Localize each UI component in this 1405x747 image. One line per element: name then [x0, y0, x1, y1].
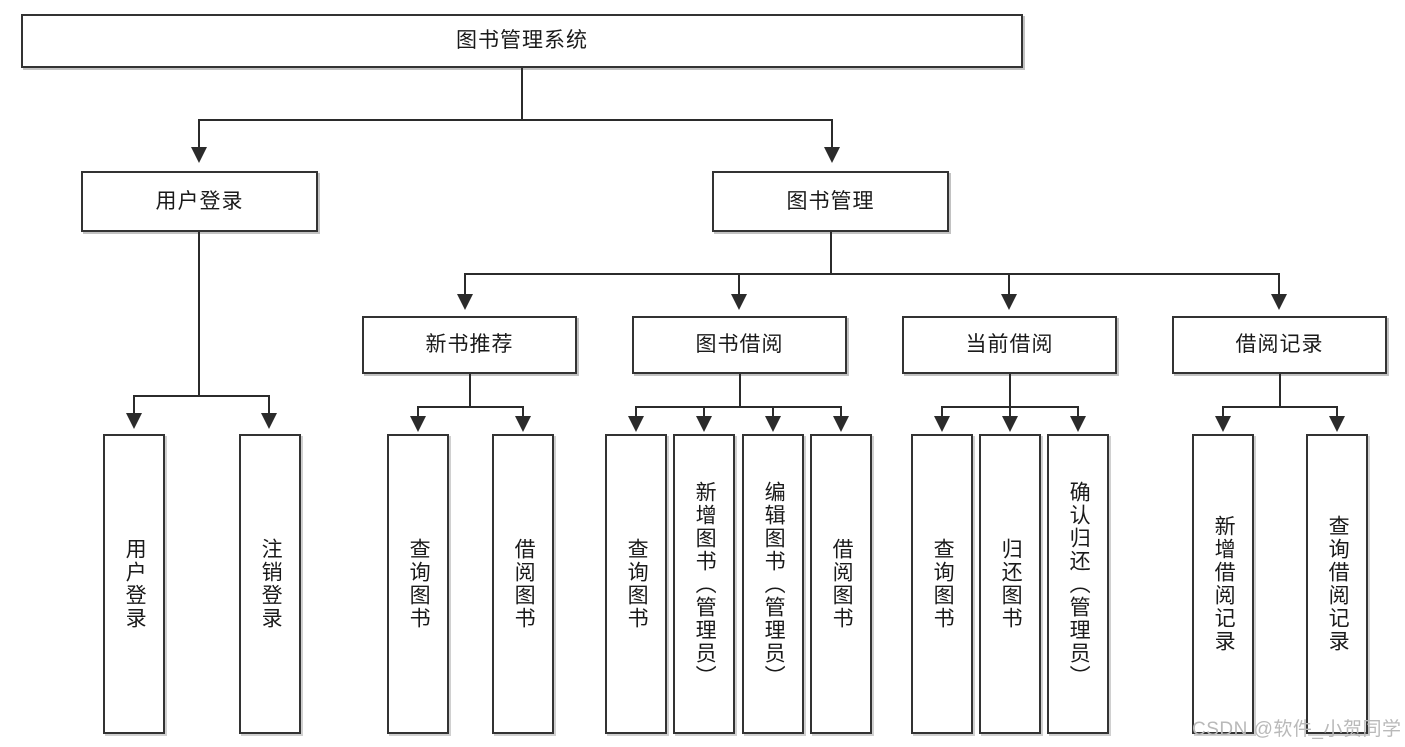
connector-nbr-drop-2	[522, 406, 524, 418]
node-book-borrow-label: 图书借阅	[695, 333, 784, 357]
node-new-book-recommend[interactable]: 新书推荐	[362, 316, 577, 374]
connector-level3-bus	[464, 273, 1280, 275]
leaf-add-book[interactable]: 新增图书（管理员）	[673, 434, 735, 734]
arrow-to-current-borrow	[1001, 294, 1017, 310]
leaf-query-book-2[interactable]: 查询图书	[605, 434, 667, 734]
arrow-to-user-login	[191, 147, 207, 163]
arrow-to-leaf-query-book-2	[628, 416, 644, 432]
arrow-to-leaf-edit-book	[765, 416, 781, 432]
connector-cb-drop-2	[1009, 406, 1011, 418]
connector-bb-drop-2	[703, 406, 705, 418]
connector-new-book-recommend-bus	[417, 406, 524, 408]
arrow-to-leaf-query-record	[1329, 416, 1345, 432]
connector-borrow-record-stem	[1279, 374, 1281, 407]
leaf-logout[interactable]: 注销登录	[239, 434, 301, 734]
arrow-to-leaf-borrow-book-1	[515, 416, 531, 432]
leaf-query-record-label: 查询借阅记录	[1326, 515, 1350, 653]
arrow-to-book-borrow	[731, 294, 747, 310]
node-new-book-recommend-label: 新书推荐	[425, 333, 514, 357]
connector-book-borrow-bus	[635, 406, 841, 408]
connector-book-management-stem	[830, 232, 832, 274]
arrow-to-leaf-user-login	[126, 413, 142, 429]
connector-bb-drop-1	[635, 406, 637, 418]
connector-level2-bus	[198, 119, 833, 121]
arrow-to-leaf-add-record	[1215, 416, 1231, 432]
arrow-to-leaf-query-book-1	[410, 416, 426, 432]
connector-nbr-drop-1	[417, 406, 419, 418]
connector-bb-drop-4	[840, 406, 842, 418]
leaf-user-login[interactable]: 用户登录	[103, 434, 165, 734]
leaf-query-book-1[interactable]: 查询图书	[387, 434, 449, 734]
leaf-borrow-book-1-label: 借阅图书	[512, 538, 536, 630]
leaf-borrow-book-2[interactable]: 借阅图书	[810, 434, 872, 734]
connector-level3-drop-book-borrow	[738, 273, 740, 295]
connector-current-borrow-stem	[1009, 374, 1011, 407]
leaf-query-record[interactable]: 查询借阅记录	[1306, 434, 1368, 734]
node-book-borrow[interactable]: 图书借阅	[632, 316, 847, 374]
connector-borrow-record-bus	[1222, 406, 1338, 408]
arrow-to-new-book-recommend	[457, 294, 473, 310]
connector-br-drop-2	[1336, 406, 1338, 418]
node-book-management-label: 图书管理	[786, 189, 875, 213]
leaf-query-book-3-label: 查询图书	[931, 538, 955, 630]
node-current-borrow[interactable]: 当前借阅	[902, 316, 1117, 374]
leaf-query-book-3[interactable]: 查询图书	[911, 434, 973, 734]
connector-bb-drop-3	[772, 406, 774, 418]
connector-user-login-drop-1	[133, 395, 135, 415]
connector-cb-drop-1	[941, 406, 943, 418]
leaf-confirm-return[interactable]: 确认归还（管理员）	[1047, 434, 1109, 734]
arrow-to-leaf-logout	[261, 413, 277, 429]
connector-book-borrow-stem	[739, 374, 741, 407]
connector-level2-drop-book-management	[831, 119, 833, 147]
node-user-login-label: 用户登录	[155, 189, 244, 213]
connector-user-login-stem	[198, 232, 200, 396]
arrow-to-leaf-return-book	[1002, 416, 1018, 432]
leaf-confirm-return-label: 确认归还（管理员）	[1067, 480, 1091, 688]
leaf-return-book[interactable]: 归还图书	[979, 434, 1041, 734]
node-current-borrow-label: 当前借阅	[965, 333, 1054, 357]
node-borrow-record[interactable]: 借阅记录	[1172, 316, 1387, 374]
connector-level3-drop-new-book-recommend	[464, 273, 466, 295]
node-user-login[interactable]: 用户登录	[81, 171, 318, 232]
node-root[interactable]: 图书管理系统	[21, 14, 1023, 68]
connector-level2-drop-user-login	[198, 119, 200, 147]
connector-level3-drop-borrow-record	[1278, 273, 1280, 295]
node-borrow-record-label: 借阅记录	[1235, 333, 1324, 357]
leaf-borrow-book-1[interactable]: 借阅图书	[492, 434, 554, 734]
watermark: CSDN @软件_小贺同学	[1192, 719, 1402, 740]
arrow-to-leaf-query-book-3	[934, 416, 950, 432]
arrow-to-borrow-record	[1271, 294, 1287, 310]
node-book-management[interactable]: 图书管理	[712, 171, 949, 232]
connector-new-book-recommend-stem	[469, 374, 471, 407]
connector-root-stem	[521, 68, 523, 120]
leaf-query-book-2-label: 查询图书	[625, 538, 649, 630]
arrow-to-leaf-confirm-return	[1070, 416, 1086, 432]
leaf-edit-book-label: 编辑图书（管理员）	[762, 480, 786, 688]
leaf-logout-label: 注销登录	[259, 538, 283, 630]
leaf-add-record-label: 新增借阅记录	[1212, 515, 1236, 653]
connector-user-login-drop-2	[268, 395, 270, 415]
leaf-return-book-label: 归还图书	[999, 538, 1023, 630]
arrow-to-leaf-add-book	[696, 416, 712, 432]
leaf-borrow-book-2-label: 借阅图书	[830, 538, 854, 630]
connector-level3-drop-current-borrow	[1008, 273, 1010, 295]
leaf-query-book-1-label: 查询图书	[407, 538, 431, 630]
leaf-edit-book[interactable]: 编辑图书（管理员）	[742, 434, 804, 734]
leaf-add-book-label: 新增图书（管理员）	[693, 480, 717, 688]
arrow-to-book-management	[824, 147, 840, 163]
node-root-label: 图书管理系统	[456, 29, 588, 53]
arrow-to-leaf-borrow-book-2	[833, 416, 849, 432]
connector-user-login-bus	[133, 395, 270, 397]
leaf-user-login-label: 用户登录	[123, 538, 147, 630]
leaf-add-record[interactable]: 新增借阅记录	[1192, 434, 1254, 734]
connector-cb-drop-3	[1077, 406, 1079, 418]
connector-br-drop-1	[1222, 406, 1224, 418]
